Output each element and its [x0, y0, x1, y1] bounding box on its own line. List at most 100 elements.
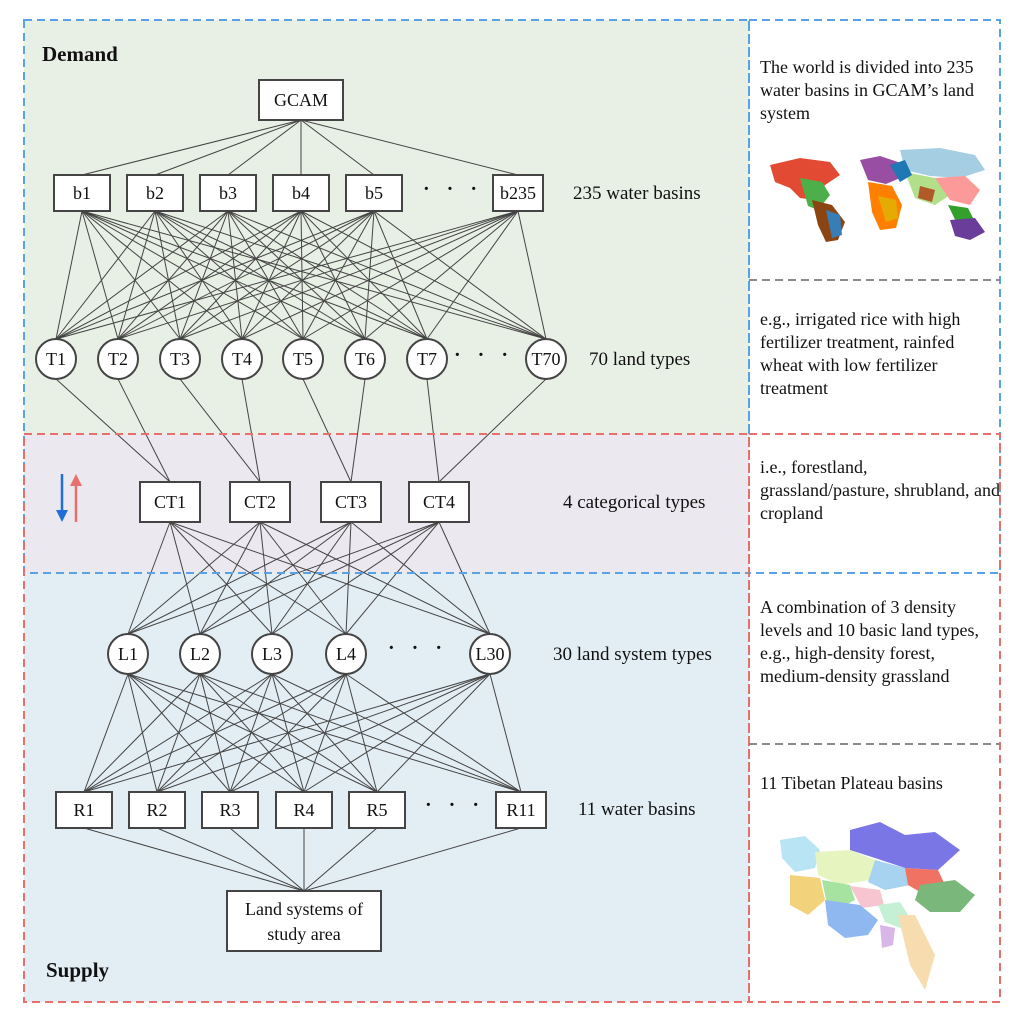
connection-line [81, 210, 304, 340]
connection-line [117, 210, 302, 340]
connection-line [117, 210, 375, 340]
connection-line [300, 210, 366, 340]
connection-line [302, 210, 375, 340]
connection-line [55, 210, 83, 340]
connection-line [55, 210, 375, 340]
connection-line [156, 673, 347, 793]
land-type-node-T70-label: T70 [532, 349, 561, 369]
land-type-node-T2-label: T2 [108, 349, 128, 369]
world-map-image [770, 148, 985, 242]
basin-node-b3: b3 [199, 174, 257, 212]
connection-line [154, 210, 428, 340]
connection-line [303, 673, 491, 793]
region-node-R11-label: R11 [506, 800, 535, 820]
categorical-node-CT1-label: CT1 [154, 492, 186, 512]
categorical-node-CT3: CT3 [320, 481, 382, 523]
land-system-node-L2-label: L2 [190, 644, 210, 664]
region-node-R1-label: R1 [73, 800, 94, 820]
connection-line [55, 210, 229, 340]
connection-line [303, 827, 522, 892]
connection-line [127, 521, 352, 635]
connection-line [83, 673, 129, 793]
connection-line [303, 673, 347, 793]
connection-line [241, 378, 261, 483]
land-system-node-L4-label: L4 [336, 644, 356, 664]
connection-line [517, 210, 547, 340]
connection-line [179, 210, 302, 340]
connection-line [300, 210, 304, 340]
connection-line [81, 210, 366, 340]
categorical-node-CT1: CT1 [139, 481, 201, 523]
gcam-node-label: GCAM [274, 90, 328, 110]
connection-line [127, 521, 171, 635]
categorical-node-CT3-label: CT3 [335, 492, 367, 512]
connection-line [179, 210, 229, 340]
land-type-node-T3-label: T3 [170, 349, 190, 369]
connection-line [127, 521, 440, 635]
connection-line [83, 673, 201, 793]
connection-line [117, 210, 519, 340]
connection-line [227, 210, 243, 340]
connection-line [55, 210, 519, 340]
connection-line [81, 210, 119, 340]
connection-line [117, 378, 171, 483]
connection-line [376, 673, 491, 793]
connection-line [83, 673, 347, 793]
connection-line [227, 119, 302, 176]
connection-line [345, 521, 440, 635]
connection-line [345, 673, 378, 793]
land-types-ellipsis: · · · [454, 344, 515, 366]
connection-lines [55, 119, 547, 892]
demand-region [24, 20, 749, 434]
region-node-R2-label: R2 [146, 800, 167, 820]
connection-line [229, 673, 491, 793]
land-type-node-T6: T6 [344, 338, 386, 380]
note-land-systems: A combination of 3 density levels and 10… [760, 597, 979, 686]
land-types-caption: 70 land types [589, 349, 691, 370]
connection-line [169, 521, 273, 635]
connection-line [81, 210, 243, 340]
study-area-label-line1: Land systems of [245, 899, 363, 919]
basin-node-b235: b235 [492, 174, 544, 212]
connection-line [303, 827, 378, 892]
land-type-node-T5: T5 [282, 338, 324, 380]
connection-line [154, 210, 181, 340]
basin-node-b1-label: b1 [73, 183, 91, 203]
supply-section-title: Supply [46, 958, 110, 982]
connection-line [300, 119, 375, 176]
region-node-R3: R3 [201, 791, 259, 829]
connection-line [154, 210, 366, 340]
region-node-R5-label: R5 [366, 800, 387, 820]
regions-ellipsis: · · · [425, 794, 486, 816]
note-regions: 11 Tibetan Plateau basins [760, 773, 943, 793]
categorical-node-CT4: CT4 [408, 481, 470, 523]
connection-line [81, 119, 302, 176]
connection-line [81, 210, 181, 340]
study-area-label-line2: study area [267, 924, 340, 944]
land-type-node-T70: T70 [525, 338, 567, 380]
connection-line [83, 673, 273, 793]
tibetan-plateau-map-image [780, 822, 975, 990]
connection-line [227, 210, 304, 340]
connection-line [302, 210, 519, 340]
land-type-node-T4-label: T4 [232, 349, 252, 369]
connection-line [83, 673, 491, 793]
bidirectional-arrows-icon [56, 474, 82, 522]
basin-node-b3-label: b3 [219, 183, 237, 203]
connection-line [55, 210, 302, 340]
connection-line [199, 521, 352, 635]
land-type-node-T7: T7 [406, 338, 448, 380]
basin-node-b4: b4 [272, 174, 330, 212]
connection-line [259, 521, 347, 635]
connection-line [259, 521, 491, 635]
land-type-node-T2: T2 [97, 338, 139, 380]
land-type-node-T1: T1 [35, 338, 77, 380]
connection-line [300, 119, 519, 176]
categorical-node-CT2: CT2 [229, 481, 291, 523]
connection-line [169, 521, 201, 635]
connection-line [199, 521, 261, 635]
region-node-R3-label: R3 [219, 800, 240, 820]
dashed-frames [23, 19, 1001, 1003]
connection-line [81, 210, 428, 340]
connection-line [227, 210, 366, 340]
